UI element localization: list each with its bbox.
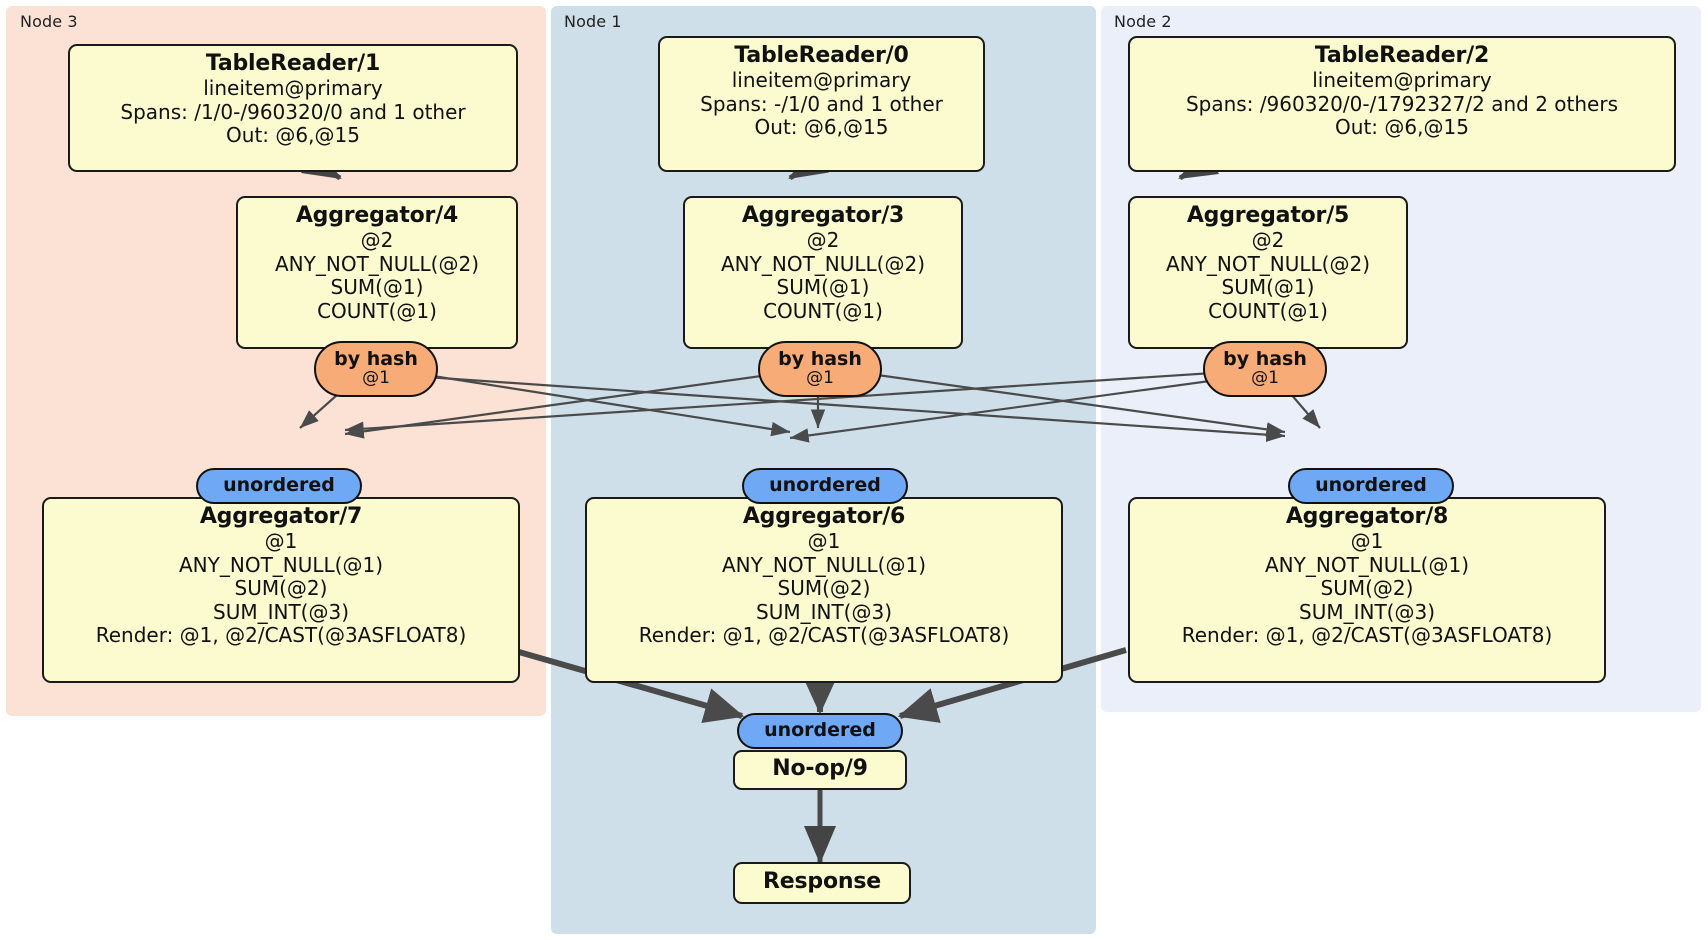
processor-title: Aggregator/7 [199, 504, 363, 529]
processor-line: Out: @6,@15 [226, 123, 360, 148]
processor-title: TableReader/2 [1314, 43, 1490, 68]
synchronizer-label: unordered [223, 474, 335, 497]
processor-line: SUM(@2) [234, 576, 328, 601]
processor-line: Render: @1, @2/CAST(@3ASFLOAT8) [1181, 623, 1553, 648]
processor-line: ANY_NOT_NULL(@1) [179, 552, 383, 577]
processor-line: lineitem@primary [203, 75, 383, 100]
synchronizer-unordered-final[interactable]: unordered [737, 713, 903, 749]
processor-line: Render: @1, @2/CAST(@3ASFLOAT8) [95, 623, 467, 648]
processor-line: Spans: /1/0-/960320/0 and 1 other [120, 99, 466, 124]
processor-line: @1 [264, 528, 298, 553]
processor-line: lineitem@primary [731, 67, 912, 92]
processor-line: ANY_NOT_NULL(@2) [721, 251, 925, 276]
processor-title: Aggregator/8 [1285, 504, 1449, 529]
processor-line: Out: @6,@15 [754, 115, 889, 140]
processor-line: ANY_NOT_NULL(@1) [1265, 552, 1469, 577]
processor-line: @2 [806, 227, 840, 252]
processor-line: Render: @1, @2/CAST(@3ASFLOAT8) [638, 623, 1010, 648]
processor-line: SUM(@1) [330, 275, 424, 300]
processor-title: No-op/9 [772, 756, 868, 781]
processor-line: SUM_INT(@3) [756, 599, 892, 624]
processor-title: Aggregator/4 [295, 203, 459, 228]
processor-title: TableReader/1 [205, 51, 381, 76]
processor-line: SUM(@2) [1320, 576, 1414, 601]
processor-line: @1 [1350, 528, 1384, 553]
processor-line: SUM_INT(@3) [1299, 599, 1435, 624]
processor-aggregator-4[interactable]: Aggregator/4 @2 ANY_NOT_NULL(@2) SUM(@1)… [236, 196, 518, 349]
router-type: by hash [1223, 348, 1307, 371]
router-type: by hash [334, 348, 418, 371]
node-panel-label-node3: Node 3 [20, 12, 78, 31]
processor-line: SUM(@1) [1221, 275, 1315, 300]
processor-line: @2 [1251, 227, 1285, 252]
processor-line: @2 [360, 227, 394, 252]
processor-title: Aggregator/3 [741, 203, 905, 228]
processor-aggregator-5[interactable]: Aggregator/5 @2 ANY_NOT_NULL(@2) SUM(@1)… [1128, 196, 1408, 349]
synchronizer-label: unordered [1315, 474, 1427, 497]
processor-table-reader-0[interactable]: TableReader/0 lineitem@primary Spans: -/… [658, 36, 985, 172]
processor-title: TableReader/0 [734, 43, 909, 68]
processor-line: COUNT(@1) [1208, 298, 1328, 323]
processor-line: SUM(@2) [777, 576, 871, 601]
node-panel-label-node2: Node 2 [1114, 12, 1172, 31]
processor-title: Response [763, 869, 881, 894]
processor-aggregator-6[interactable]: Aggregator/6 @1 ANY_NOT_NULL(@1) SUM(@2)… [585, 497, 1063, 683]
router-by-hash-right[interactable]: by hash @1 [1203, 341, 1327, 397]
processor-line: lineitem@primary [1312, 67, 1492, 92]
processor-aggregator-7[interactable]: Aggregator/7 @1 ANY_NOT_NULL(@1) SUM(@2)… [42, 497, 520, 683]
processor-title: Aggregator/5 [1186, 203, 1350, 228]
processor-title: Aggregator/6 [742, 504, 906, 529]
processor-line: ANY_NOT_NULL(@1) [722, 552, 926, 577]
processor-no-op-9[interactable]: No-op/9 [733, 750, 907, 790]
processor-line: COUNT(@1) [763, 298, 883, 323]
processor-line: ANY_NOT_NULL(@2) [1166, 251, 1370, 276]
processor-table-reader-1[interactable]: TableReader/1 lineitem@primary Spans: /1… [68, 44, 518, 172]
router-column: @1 [362, 368, 390, 389]
processor-line: @1 [807, 528, 841, 553]
processor-table-reader-2[interactable]: TableReader/2 lineitem@primary Spans: /9… [1128, 36, 1676, 172]
router-column: @1 [1251, 368, 1279, 389]
synchronizer-unordered-center[interactable]: unordered [742, 468, 908, 504]
router-by-hash-left[interactable]: by hash @1 [314, 341, 438, 397]
processor-line: COUNT(@1) [317, 298, 437, 323]
processor-line: Out: @6,@15 [1335, 115, 1469, 140]
processor-line: ANY_NOT_NULL(@2) [275, 251, 479, 276]
synchronizer-unordered-left[interactable]: unordered [196, 468, 362, 504]
router-column: @1 [806, 368, 834, 389]
processor-response[interactable]: Response [733, 862, 911, 904]
processor-aggregator-8[interactable]: Aggregator/8 @1 ANY_NOT_NULL(@1) SUM(@2)… [1128, 497, 1606, 683]
synchronizer-label: unordered [764, 719, 876, 742]
processor-line: SUM(@1) [776, 275, 870, 300]
synchronizer-unordered-right[interactable]: unordered [1288, 468, 1454, 504]
router-type: by hash [778, 348, 862, 371]
node-panel-label-node1: Node 1 [564, 12, 622, 31]
processor-aggregator-3[interactable]: Aggregator/3 @2 ANY_NOT_NULL(@2) SUM(@1)… [683, 196, 963, 349]
processor-line: Spans: /960320/0-/1792327/2 and 2 others [1185, 91, 1618, 116]
processor-line: SUM_INT(@3) [213, 599, 349, 624]
synchronizer-label: unordered [769, 474, 881, 497]
router-by-hash-center[interactable]: by hash @1 [758, 341, 882, 397]
processor-line: Spans: -/1/0 and 1 other [700, 91, 943, 116]
